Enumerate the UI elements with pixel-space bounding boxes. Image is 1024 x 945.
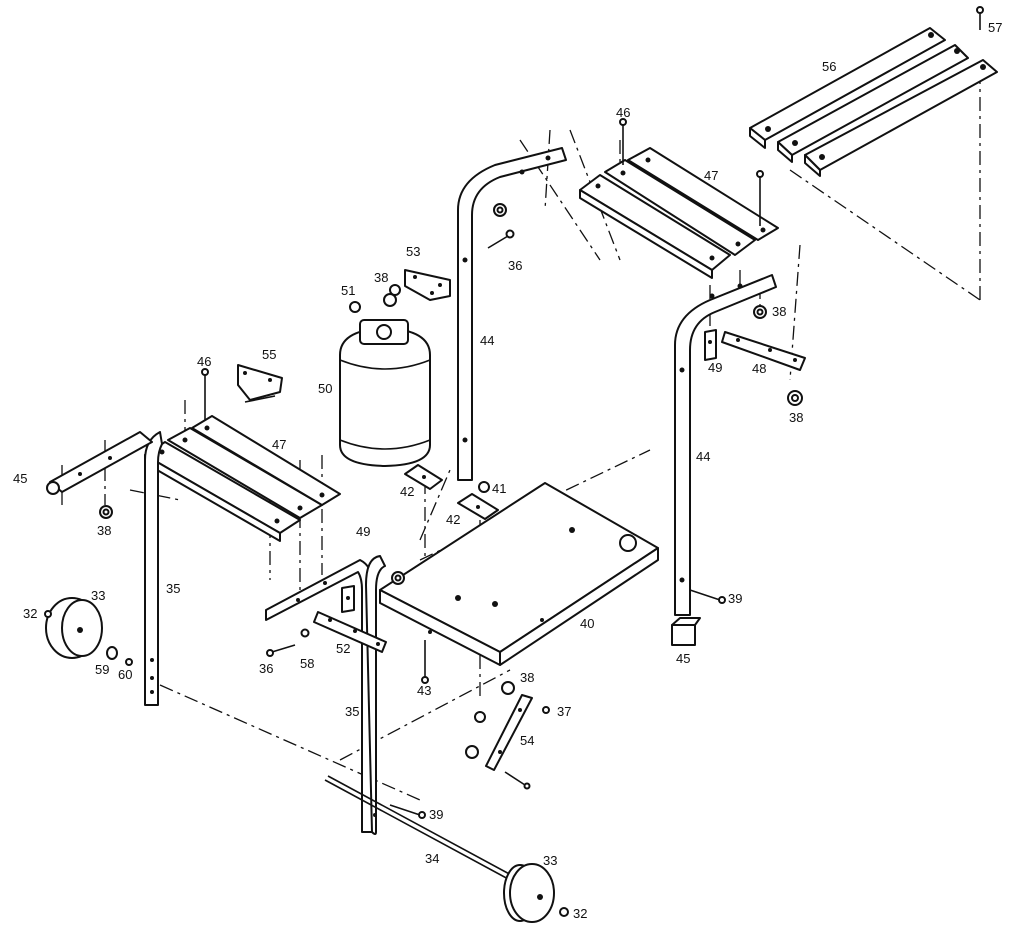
callout-32: 32: [573, 906, 587, 921]
bolt-54: [504, 771, 531, 790]
washer-59: [106, 646, 118, 660]
bracket-52: [313, 611, 387, 653]
callout-47: 47: [272, 437, 286, 452]
callout-38: 38: [789, 410, 803, 425]
nut-38-brace: [465, 681, 515, 759]
callout-42: 42: [400, 484, 414, 499]
regulator-51: [349, 284, 401, 313]
callout-38: 38: [97, 523, 111, 538]
callout-44: 44: [480, 333, 494, 348]
screw-37: [542, 706, 550, 714]
callout-36: 36: [259, 661, 273, 676]
callout-38: 38: [772, 304, 786, 319]
bolt-36-lower: [266, 644, 296, 657]
callout-51: 51: [341, 283, 355, 298]
callout-47: 47: [704, 168, 718, 183]
bracket-49-left: [341, 585, 355, 613]
callout-43: 43: [417, 683, 431, 698]
callout-37: 37: [557, 704, 571, 719]
cap-32-right: [559, 907, 569, 917]
callout-35: 35: [166, 581, 180, 596]
callout-46: 46: [616, 105, 630, 120]
side-shelf-47-left: [144, 415, 341, 542]
nut-38-right: [753, 305, 767, 319]
nut-38-upper: [493, 203, 507, 217]
callout-36: 36: [508, 258, 522, 273]
callout-57: 57: [988, 20, 1002, 35]
nut-38-lower-right: [787, 390, 803, 406]
callout-32: 32: [23, 606, 37, 621]
callout-46: 46: [197, 354, 211, 369]
callout-48: 48: [752, 361, 766, 376]
callout-labels: 57 56 46 47 53 36 38 51 44 50 55 46 47 4…: [13, 20, 1002, 921]
clip-42-b: [457, 493, 499, 520]
callout-42: 42: [446, 512, 460, 527]
leg-44-rear-left: [457, 147, 567, 481]
callout-49: 49: [356, 524, 370, 539]
bottom-shelf-40: [379, 482, 659, 666]
callout-53: 53: [406, 244, 420, 259]
callout-50: 50: [318, 381, 332, 396]
wing-nut-41: [478, 481, 490, 493]
leg-44-front-right: [674, 274, 777, 616]
screw-46-right: [619, 118, 764, 226]
propane-tank-50: [339, 319, 431, 467]
callout-54: 54: [520, 733, 534, 748]
pin-60: [125, 658, 133, 666]
bracket-55: [237, 364, 283, 403]
callout-55: 55: [262, 347, 276, 362]
clip-42-a: [404, 464, 443, 490]
callout-35: 35: [345, 704, 359, 719]
callout-52: 52: [336, 641, 350, 656]
brace-54: [485, 694, 533, 771]
bolt-39-lower: [389, 804, 426, 819]
callout-38: 38: [520, 670, 534, 685]
callout-45: 45: [13, 471, 27, 486]
bracket-49-right: [704, 329, 717, 361]
wheel-33-left: [45, 597, 103, 659]
cap-32-left: [44, 610, 52, 618]
callout-33: 33: [543, 853, 557, 868]
leg-35-front: [265, 555, 386, 835]
callout-60: 60: [118, 667, 132, 682]
leg-35-rear: [144, 431, 163, 706]
callout-45: 45: [676, 651, 690, 666]
callout-41: 41: [492, 481, 506, 496]
callout-39: 39: [429, 807, 443, 822]
callout-56: 56: [822, 59, 836, 74]
foot-cap-45-right: [671, 617, 701, 646]
axle-34: [324, 775, 514, 881]
callout-33: 33: [91, 588, 105, 603]
bolt-36-upper: [487, 229, 515, 249]
spacer-58: [300, 628, 310, 638]
bracket-48: [721, 331, 806, 371]
nut-38-left: [99, 505, 113, 519]
side-shelf-47-right: [579, 147, 779, 279]
bolt-43: [421, 640, 429, 684]
callout-58: 58: [300, 656, 314, 671]
callout-38: 38: [374, 270, 388, 285]
callout-40: 40: [580, 616, 594, 631]
bolt-39-right: [689, 589, 726, 604]
callout-49: 49: [708, 360, 722, 375]
screw-57: [976, 6, 984, 30]
shelf-slats-56: [749, 27, 998, 177]
nut-38-shelf: [474, 711, 486, 723]
bracket-53: [404, 269, 451, 301]
handle-45-left: [46, 431, 153, 495]
wheel-33-right: [503, 863, 555, 923]
callout-39: 39: [728, 591, 742, 606]
screw-46-left: [201, 368, 209, 420]
callout-44: 44: [696, 449, 710, 464]
callout-59: 59: [95, 662, 109, 677]
nut-38-center: [391, 571, 405, 585]
callout-34: 34: [425, 851, 439, 866]
